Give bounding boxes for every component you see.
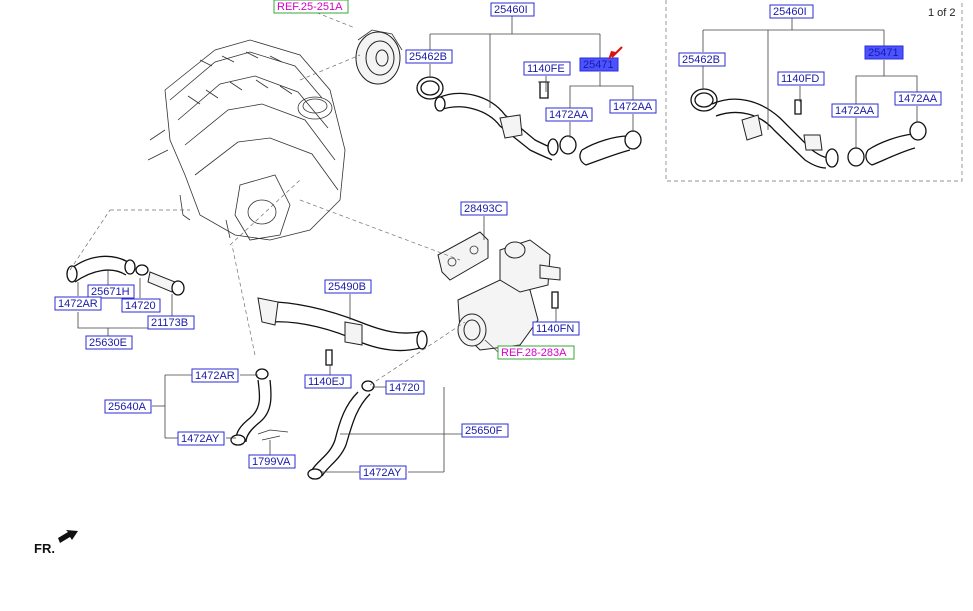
part-number-text: 14720 [389,382,420,394]
label-28493c[interactable]: 28493C [460,201,508,216]
part-number-text: 1472AA [613,101,653,113]
part-number-text: 25630E [89,337,127,349]
label-1472aa-main-right[interactable]: 1472AA [609,99,657,114]
hose-25650f-drawing [307,380,375,480]
label-25460i-main[interactable]: 25460I [490,2,535,17]
label-1472aa-inset-right[interactable]: 1472AA [894,91,942,106]
label-25462b-inset[interactable]: 25462B [678,52,726,67]
part-number-text: 1140FN [536,323,574,335]
label-25671h[interactable]: 25671H [87,284,135,299]
label-21173b[interactable]: 21173B [147,315,195,330]
part-number-text: 21173B [151,317,188,329]
label-1472ay-bottom[interactable]: 1472AY [359,465,407,480]
inset-pipe-assembly [690,88,927,169]
part-number-text: 25462B [409,51,447,63]
part-number-text: 25460I [773,6,807,18]
hose-25630e-drawing [66,255,185,296]
label-1140ej[interactable]: 1140EJ [304,374,352,389]
water-pump-drawing [355,29,403,85]
part-number-text: 1472AA [549,109,589,121]
label-1472ay-mid[interactable]: 1472AY [177,431,225,446]
front-label: FR. [34,541,55,556]
part-number-text: 1799VA [252,456,291,468]
part-number-text: 25460I [494,4,528,16]
part-number-text: 25490B [328,281,366,293]
part-number-text: 1472AA [898,93,938,105]
label-1472ar-mid[interactable]: 1472AR [191,368,239,383]
reference-lines [69,9,466,386]
label-1472aa-inset-left[interactable]: 1472AA [831,103,879,118]
red-arrow-icon [608,46,623,60]
label-1140fn[interactable]: 1140FN [532,321,580,336]
front-arrow-icon [58,530,78,543]
part-number-text: 25471 [583,59,614,71]
part-number-text: 1472AY [363,467,402,479]
main-pipe-assembly [416,76,642,166]
label-25471-inset[interactable]: 25471 [864,45,904,60]
part-number-text: 1472AA [835,105,875,117]
part-number-text: 25671H [91,286,130,298]
part-number-text: 25640A [108,401,147,413]
part-number-text: 1140FE [527,63,565,75]
part-number-text: 25650F [465,425,503,437]
label-ref-28-283a[interactable]: REF.28-283A [497,345,575,360]
label-25460i-inset[interactable]: 25460I [769,4,814,19]
part-number-text: 1140FD [781,73,819,85]
label-1472aa-main-left[interactable]: 1472AA [545,107,593,122]
label-ref-25-251a[interactable]: REF.25-251A [273,0,349,14]
part-number-text: 25462B [682,54,720,66]
part-number-text: 1472AR [195,370,235,382]
part-number-text: 1472AY [181,433,220,445]
label-25490b[interactable]: 25490B [324,279,372,294]
hose-25490b-drawing [257,297,428,366]
label-25650f[interactable]: 25650F [461,423,509,438]
part-number-text: 28493C [464,203,503,215]
front-indicator: FR. [34,530,78,556]
label-14720-mid[interactable]: 14720 [385,380,425,395]
part-number-text: 1472AR [58,298,98,310]
page-indicator: 1 of 2 [928,7,956,19]
label-1140fd[interactable]: 1140FD [777,71,825,86]
label-25462b-main[interactable]: 25462B [405,49,453,64]
label-1799va[interactable]: 1799VA [248,454,296,469]
leader-lines [77,16,918,473]
ref-28-283a-text: REF.28-283A [501,347,567,359]
part-number-text: 1140EJ [308,376,345,388]
label-1472ar-left[interactable]: 1472AR [54,296,102,311]
ref-25-251a-text: REF.25-251A [277,1,343,13]
engine-block-drawing [147,39,346,241]
label-14720-left[interactable]: 14720 [121,298,161,313]
hose-25640a-drawing [230,368,289,446]
inset-panel [665,0,963,182]
label-1140fe[interactable]: 1140FE [523,61,571,76]
part-number-text: 14720 [125,300,156,312]
label-25640a[interactable]: 25640A [104,399,152,414]
label-25471-main[interactable]: 25471 [579,57,619,72]
label-25630e[interactable]: 25630E [85,335,133,350]
part-number-text: 25471 [868,47,899,59]
